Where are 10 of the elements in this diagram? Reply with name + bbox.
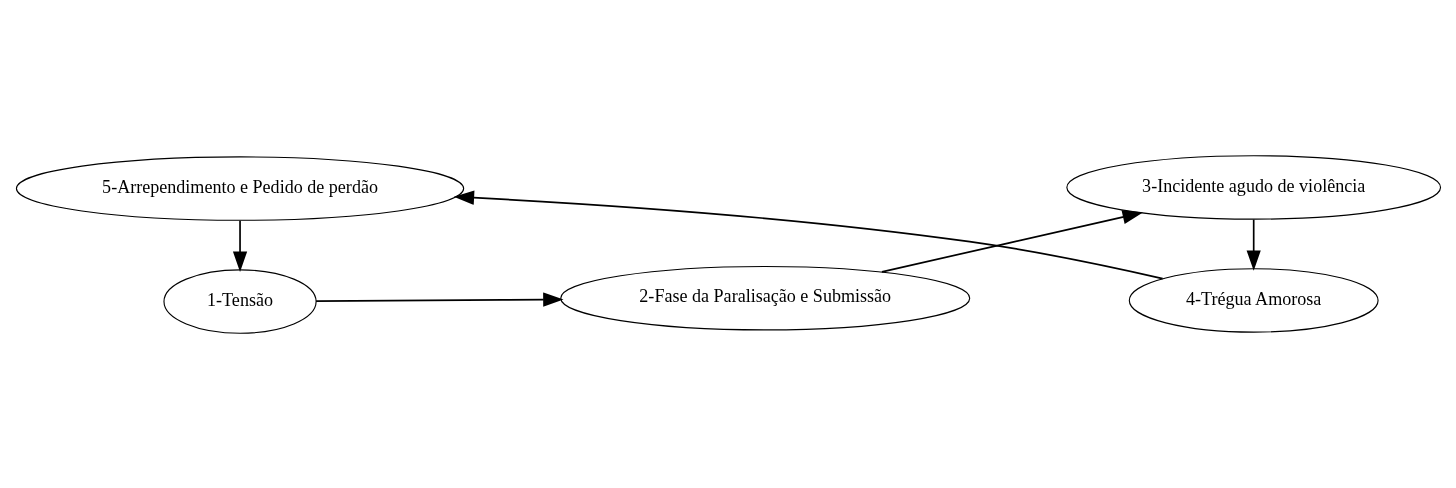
arrow: [453, 190, 1163, 279]
node-ellipse: 5-Arrependimento e Pedido de perdão: [15, 155, 464, 221]
node-ellipse: 4-Trégua Amorosa: [1128, 267, 1379, 333]
node-ellipse: 1-Tensão: [162, 268, 317, 334]
arrow: [314, 291, 563, 307]
node-ellipse: 3-Incidente agudo de violência: [1065, 154, 1441, 220]
node-ellipse: 2-Fase da Paralisação e Submissão: [559, 265, 970, 330]
arrow: [1246, 218, 1261, 271]
arrow: [232, 219, 247, 272]
arrow: [880, 209, 1143, 273]
